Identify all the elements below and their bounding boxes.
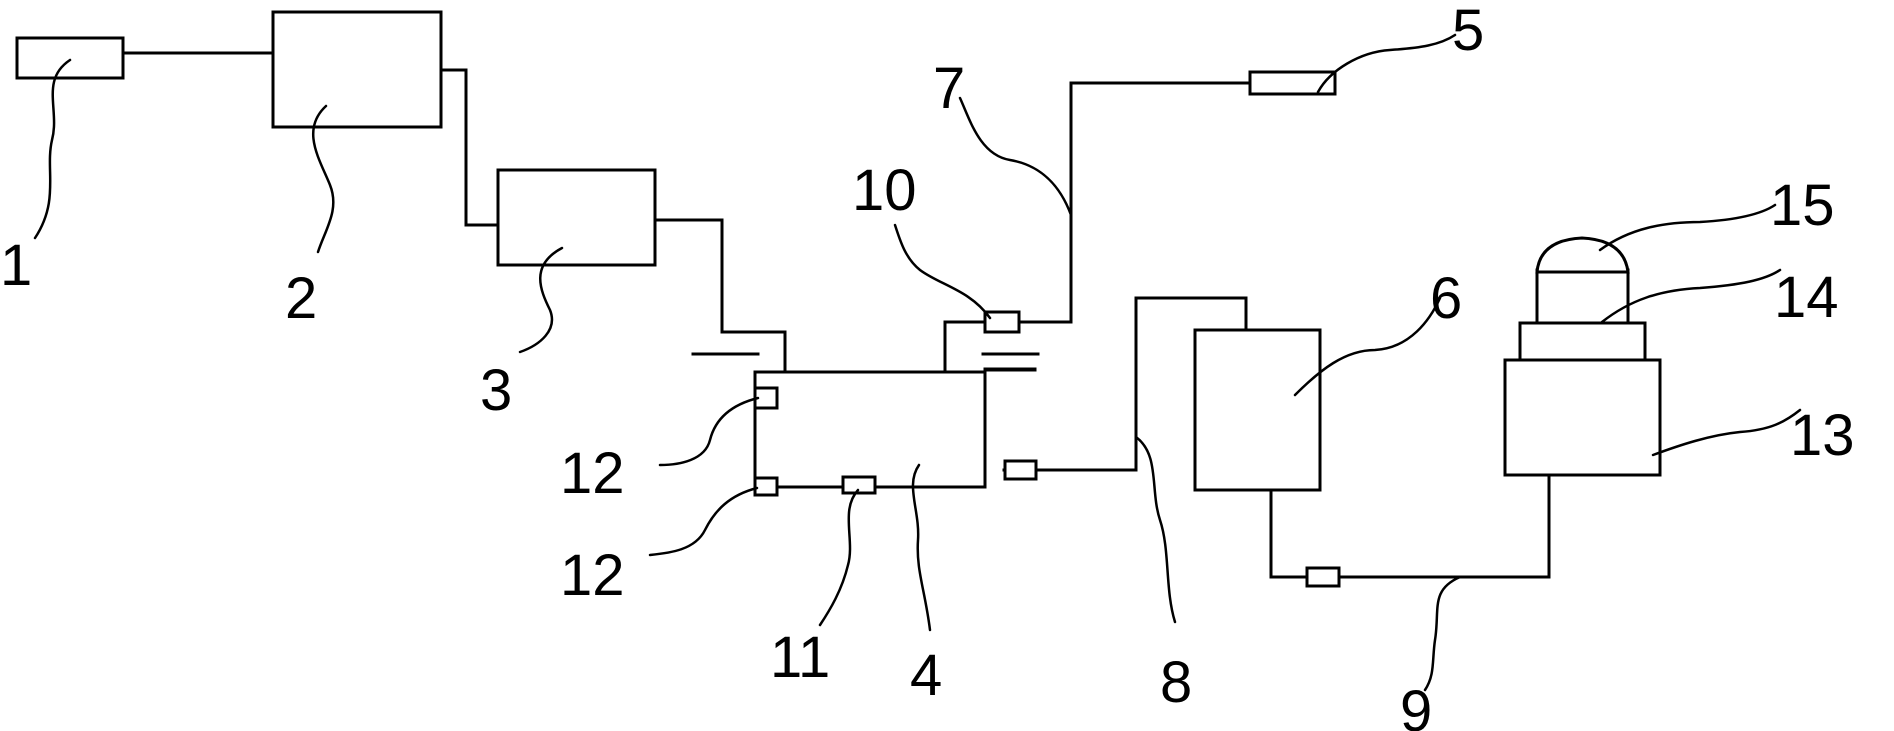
label-7: 7	[933, 56, 965, 121]
label-12a: 12	[560, 441, 625, 506]
leader-lines	[33, 33, 1802, 692]
pipe-2-to-3	[439, 68, 500, 227]
leader-6	[1293, 296, 1442, 397]
label-2: 2	[285, 266, 317, 331]
label-15: 15	[1770, 173, 1835, 238]
pipe-9	[1269, 473, 1551, 579]
leader-7	[958, 96, 1073, 217]
leader-14	[1600, 268, 1782, 324]
component-14-box	[1518, 321, 1647, 362]
leader-12b	[648, 486, 759, 557]
component-13-box	[1503, 358, 1662, 477]
leader-2	[312, 104, 335, 254]
leader-10	[893, 223, 992, 320]
label-1: 1	[0, 233, 32, 298]
labels: 1 2 3 4 5 6 7 8 9 10 11 12 12 13 14 15	[0, 0, 1855, 731]
leader-5	[1316, 33, 1457, 94]
sensor-11	[841, 475, 877, 495]
label-3: 3	[480, 358, 512, 423]
leader-9	[1423, 575, 1462, 692]
leader-11	[818, 488, 860, 627]
label-5: 5	[1452, 0, 1484, 63]
sensor-12-bottom	[753, 476, 779, 497]
leader-4	[911, 463, 932, 632]
leader-15	[1598, 203, 1777, 252]
component-15-box	[1535, 268, 1630, 325]
component-3-box	[496, 168, 657, 267]
leader-12a	[658, 396, 760, 467]
component-5-box	[1248, 70, 1337, 96]
label-11: 11	[770, 625, 830, 690]
pipe-3-to-4	[653, 218, 787, 407]
component-15-dome	[1535, 236, 1630, 274]
pipe-8	[1002, 296, 1248, 472]
leader-1	[33, 58, 72, 240]
label-4: 4	[910, 643, 942, 708]
component-1-box	[15, 36, 125, 80]
pipes	[121, 51, 1551, 579]
leader-3	[518, 246, 564, 354]
label-12b: 12	[560, 543, 625, 608]
pipe-8	[983, 367, 1037, 372]
label-13: 13	[1790, 403, 1855, 468]
tank-4-box	[753, 370, 987, 489]
pipe-7-vent	[943, 81, 1252, 374]
label-10: 10	[852, 158, 917, 223]
label-14: 14	[1774, 265, 1839, 330]
label-9: 9	[1400, 679, 1432, 731]
valve-pipe-8	[1003, 459, 1038, 481]
leader-8	[1134, 435, 1177, 624]
label-6: 6	[1430, 266, 1462, 331]
component-6-box	[1193, 328, 1322, 492]
components	[15, 10, 1662, 492]
label-8: 8	[1160, 650, 1192, 715]
valve-pipe-9	[1305, 566, 1341, 588]
component-2-box	[271, 10, 443, 129]
leader-13	[1651, 408, 1802, 457]
valve-10	[983, 310, 1021, 334]
